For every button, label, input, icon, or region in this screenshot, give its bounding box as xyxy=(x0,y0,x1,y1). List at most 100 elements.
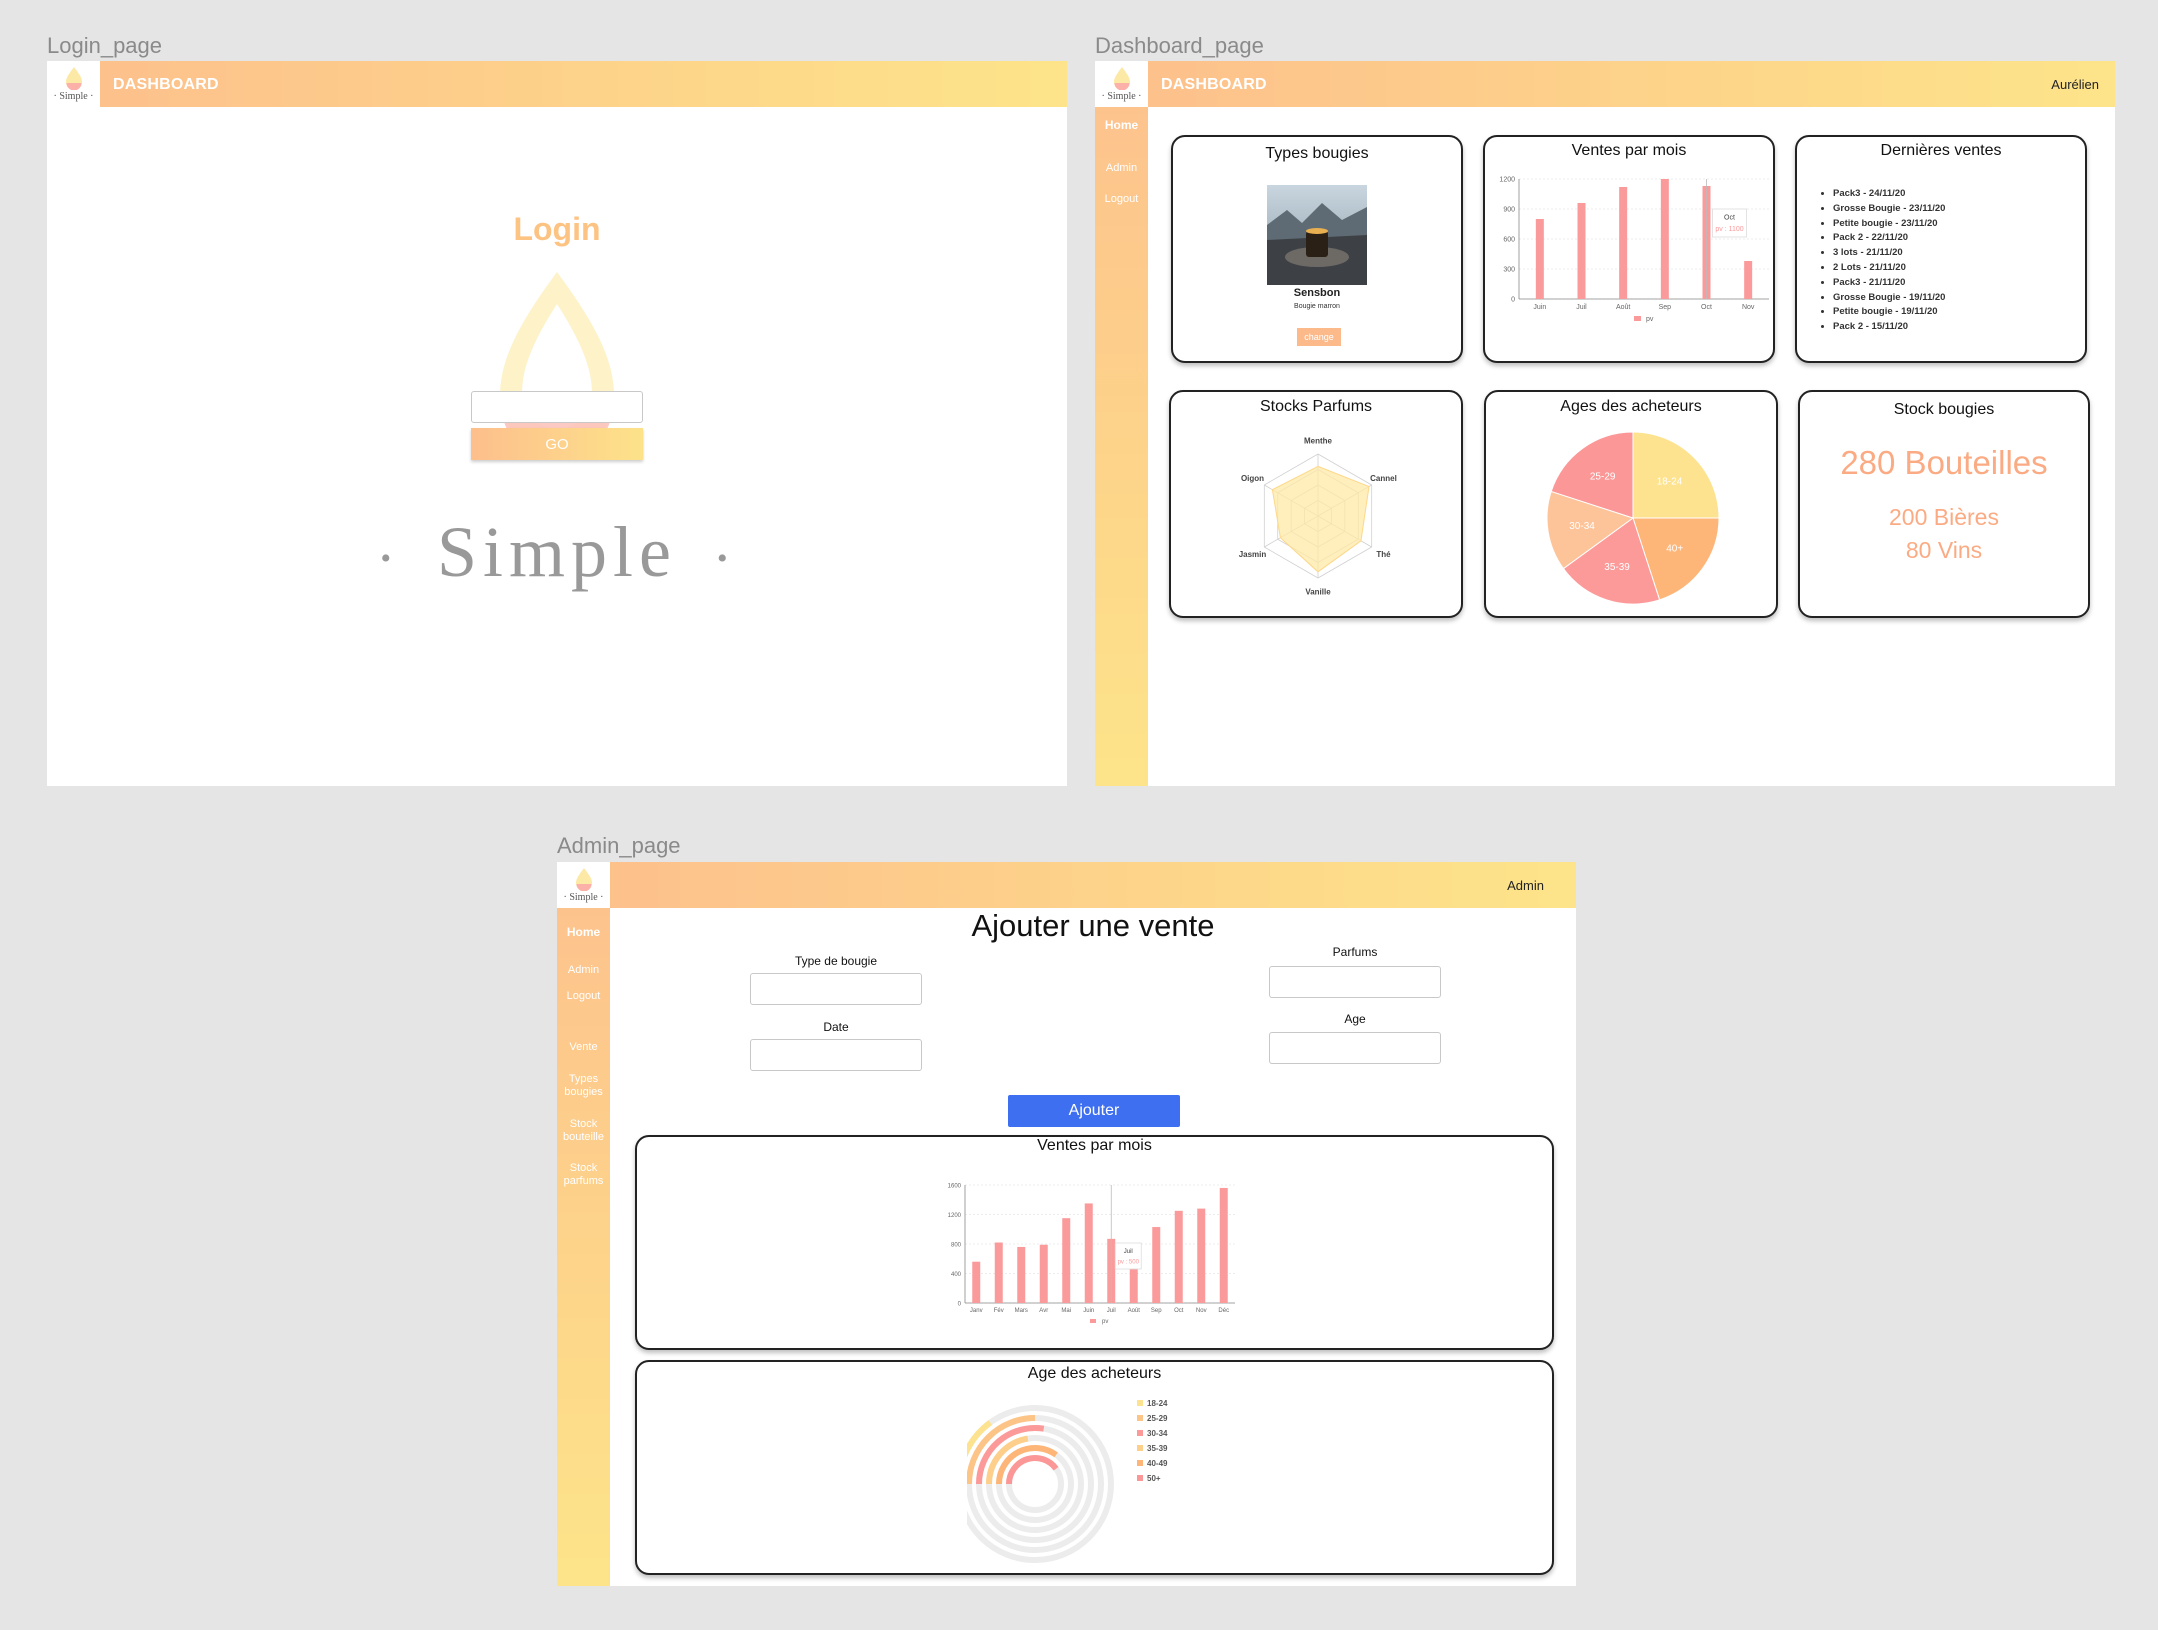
x-tick-label: Mars xyxy=(1015,1308,1028,1314)
x-tick-label: Sep xyxy=(1151,1308,1162,1314)
card-stock-bougies: Stock bougies 280 Bouteilles 200 Bières … xyxy=(1798,390,2090,618)
recent-sale-item: Pack3 - 21/11/20 xyxy=(1833,276,1945,291)
sidebar-item-logout[interactable]: Logout xyxy=(566,990,601,1002)
sidebar-item-logout[interactable]: Logout xyxy=(1104,193,1139,205)
radar-label: Thé xyxy=(1376,550,1391,559)
logo[interactable]: · Simple · xyxy=(557,862,610,908)
bar xyxy=(1219,1187,1228,1303)
pie-label: 25-29 xyxy=(1590,471,1616,482)
y-tick-label: 300 xyxy=(1503,267,1515,274)
recent-sale-item: Pack 2 - 22/11/20 xyxy=(1833,231,1945,246)
y-tick-label: 0 xyxy=(958,1302,962,1308)
x-tick-label: Juil xyxy=(1107,1308,1116,1314)
radar-label: Menthe xyxy=(1304,436,1333,445)
radial-bar xyxy=(976,1425,1045,1485)
tooltip-box xyxy=(1712,208,1747,238)
x-tick-label: Juil xyxy=(1576,304,1587,311)
sidebar-item-stock-parfums[interactable]: Stock parfums xyxy=(563,1162,604,1187)
candle-photo xyxy=(1267,185,1367,285)
tooltip-value: pv : 1100 xyxy=(1715,226,1743,233)
user-name[interactable]: Admin xyxy=(1507,878,1544,893)
age-label: Age xyxy=(1344,1012,1366,1026)
go-button[interactable]: GO xyxy=(471,428,643,460)
sidebar-item-home[interactable]: Home xyxy=(566,925,601,939)
bar xyxy=(1039,1244,1048,1303)
legend-label: 18-24 xyxy=(1147,1399,1168,1408)
sidebar-item-home[interactable]: Home xyxy=(1104,118,1139,132)
radial-bar xyxy=(967,1420,993,1458)
y-tick-label: 1200 xyxy=(1499,177,1515,184)
x-tick-label: Août xyxy=(1128,1308,1141,1314)
logo[interactable]: · Simple · xyxy=(1095,61,1148,107)
logo[interactable]: · Simple · xyxy=(47,61,100,107)
brand-dot-left: • xyxy=(380,542,397,576)
radar-label: Oigon xyxy=(1241,474,1264,483)
type-bougie-input[interactable] xyxy=(750,973,922,1005)
sidebar-item-vente[interactable]: Vente xyxy=(569,1041,598,1053)
admin-sidebar: Home Admin Logout Vente Types bougies St… xyxy=(557,908,610,1586)
stock-bouteilles: 280 Bouteilles xyxy=(1840,444,2048,481)
bar xyxy=(972,1261,981,1303)
type-bougie-label: Type de bougie xyxy=(794,954,878,968)
parfums-input[interactable] xyxy=(1269,966,1441,998)
dashboard-sidebar: Home Admin Logout xyxy=(1095,107,1148,786)
bar xyxy=(1084,1203,1093,1303)
tooltip-box xyxy=(1114,1242,1142,1270)
date-label: Date xyxy=(823,1020,849,1034)
legend-swatch xyxy=(1137,1400,1143,1406)
legend-swatch xyxy=(1137,1445,1143,1451)
pie-label: 35-39 xyxy=(1604,562,1630,573)
bar xyxy=(1129,1244,1138,1303)
frame-label-dashboard: Dashboard_page xyxy=(1095,33,1264,58)
legend-swatch xyxy=(1090,1319,1096,1323)
frame-label-admin: Admin_page xyxy=(557,833,681,858)
legend-swatch xyxy=(1137,1415,1143,1421)
legend-label: 35-39 xyxy=(1147,1444,1168,1453)
recent-sale-item: 3 lots - 21/11/20 xyxy=(1833,246,1945,261)
logo-text: · Simple · xyxy=(53,91,94,102)
card-title: Stock bougies xyxy=(1893,401,1995,418)
go-button-label: GO xyxy=(545,435,569,453)
bar xyxy=(1619,187,1628,299)
bar xyxy=(1660,179,1669,299)
recent-sale-item: Petite bougie - 23/11/20 xyxy=(1833,217,1945,232)
ajouter-button[interactable]: Ajouter xyxy=(1008,1095,1180,1127)
legend-swatch xyxy=(1634,316,1641,321)
recent-sale-item: Grosse Bougie - 19/11/20 xyxy=(1833,291,1945,306)
dashboard-frame: · Simple · DASHBOARD Aurélien Home Admin… xyxy=(1095,61,2115,786)
y-tick-label: 0 xyxy=(1511,297,1515,304)
bar xyxy=(1744,261,1753,299)
radar-label: Cannel xyxy=(1370,474,1397,483)
recent-sale-item: Petite bougie - 19/11/20 xyxy=(1833,305,1945,320)
sidebar-item-stock-bouteille[interactable]: Stock bouteille xyxy=(563,1118,604,1143)
x-tick-label: Oct xyxy=(1174,1308,1184,1314)
bar xyxy=(1017,1246,1026,1303)
recent-sale-item: Pack 2 - 15/11/20 xyxy=(1833,320,1945,335)
sidebar-item-admin[interactable]: Admin xyxy=(1105,162,1138,174)
change-button[interactable]: change xyxy=(1297,328,1341,346)
user-name[interactable]: Aurélien xyxy=(2051,77,2099,92)
date-input[interactable] xyxy=(750,1039,922,1071)
login-frame: · Simple · DASHBOARD Login GO •Simple• xyxy=(47,61,1067,786)
pie-slice xyxy=(1546,490,1635,570)
legend-swatch xyxy=(1137,1460,1143,1466)
bar xyxy=(1577,203,1586,299)
pie-slice xyxy=(1632,517,1720,601)
change-button-label: change xyxy=(1304,332,1334,342)
sidebar-item-types-bougies[interactable]: Types bougies xyxy=(564,1073,603,1098)
y-tick-label: 1200 xyxy=(948,1213,962,1219)
login-topbar: · Simple · DASHBOARD xyxy=(47,61,1067,107)
age-input[interactable] xyxy=(1269,1032,1441,1064)
radar-label: Jasmin xyxy=(1239,550,1267,559)
login-input[interactable] xyxy=(471,391,643,423)
tooltip-month: Oct xyxy=(1724,215,1735,222)
y-tick-label: 1600 xyxy=(948,1184,962,1190)
topbar-title: DASHBOARD xyxy=(1161,76,1267,93)
radial-track xyxy=(967,1405,1114,1563)
sidebar-item-admin[interactable]: Admin xyxy=(567,964,600,976)
